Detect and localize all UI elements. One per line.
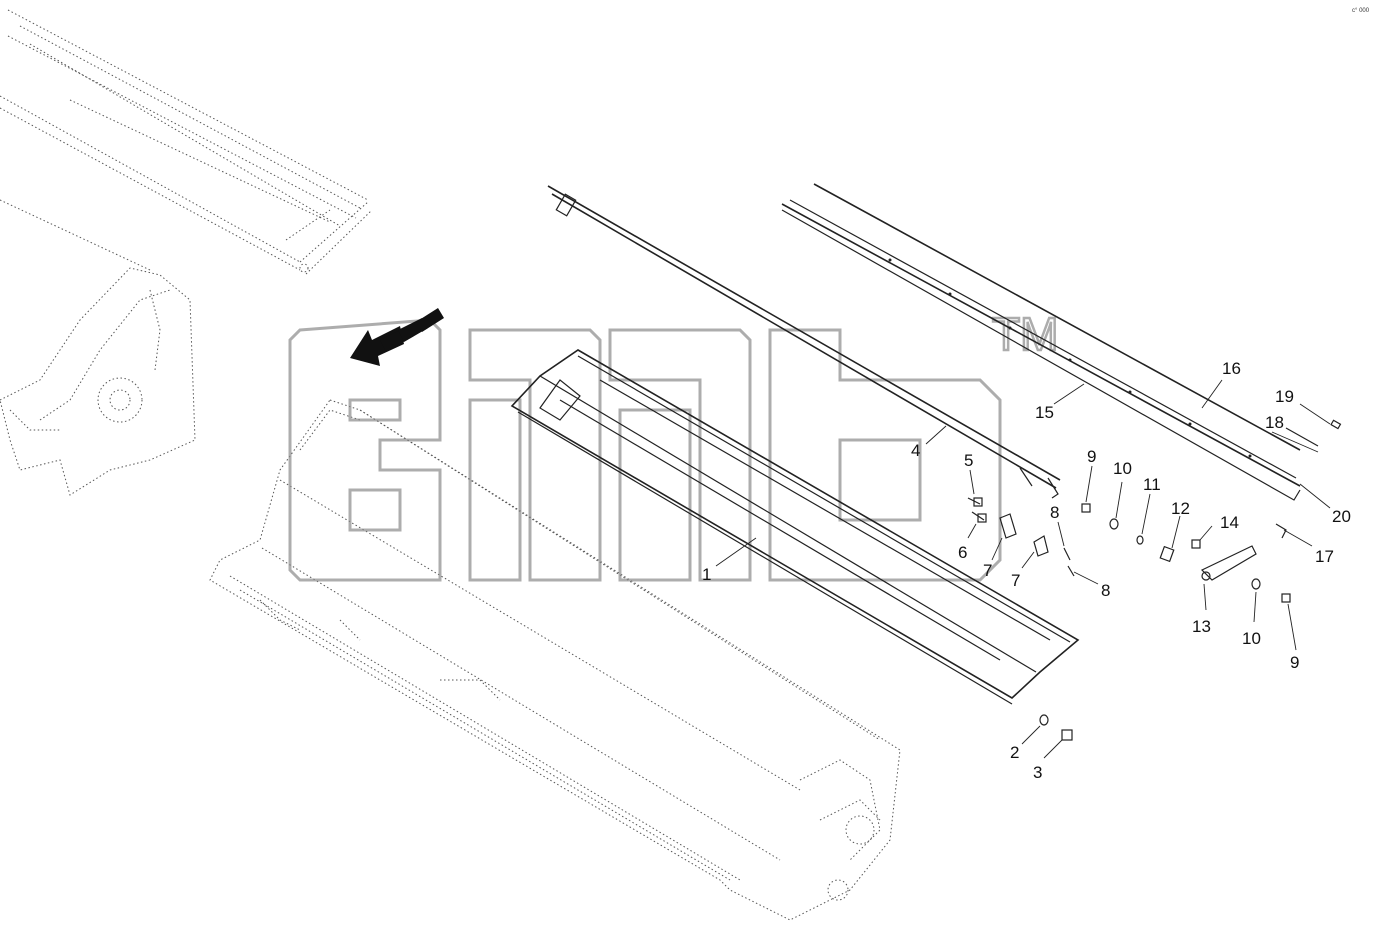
callout-13: 13 xyxy=(1192,617,1211,636)
reference-code: c° 000 xyxy=(1352,8,1370,14)
callout-17: 17 xyxy=(1315,547,1334,566)
callout-9a: 9 xyxy=(1087,447,1096,466)
direction-arrow-icon xyxy=(350,308,444,366)
callout-10b: 10 xyxy=(1242,629,1261,648)
callout-6: 6 xyxy=(958,543,967,562)
callout-15: 15 xyxy=(1035,403,1054,422)
leader-lines xyxy=(715,379,1331,759)
hardware-parts xyxy=(967,497,1291,741)
callout-5: 5 xyxy=(964,451,973,470)
callout-19: 19 xyxy=(1275,387,1294,406)
callout-7a: 7 xyxy=(983,561,992,580)
callout-2: 2 xyxy=(1010,743,1019,762)
callout-12: 12 xyxy=(1171,499,1190,518)
callouts: 1 2 3 4 5 6 7 7 8 8 9 9 10 10 11 12 13 1… xyxy=(702,359,1351,782)
callout-10a: 10 xyxy=(1113,459,1132,478)
part-4-shaft xyxy=(547,185,1061,499)
watermark-trademark: TM xyxy=(992,308,1058,360)
callout-8b: 8 xyxy=(1101,581,1110,600)
callout-14: 14 xyxy=(1220,513,1239,532)
watermark-logo: TM xyxy=(288,307,1060,582)
callout-3: 3 xyxy=(1033,763,1042,782)
callout-16: 16 xyxy=(1222,359,1241,378)
context-side-plate-left xyxy=(0,267,196,496)
part-18-rod xyxy=(1285,427,1319,447)
callout-4: 4 xyxy=(911,441,920,460)
callout-1: 1 xyxy=(702,565,711,584)
callout-20: 20 xyxy=(1332,507,1351,526)
callout-18: 18 xyxy=(1265,413,1284,432)
part-16-strip xyxy=(813,183,1301,451)
context-frame-upper-left xyxy=(0,9,373,275)
part-19-pin xyxy=(1330,419,1342,430)
callout-7b: 7 xyxy=(1011,571,1020,590)
part-1-cover xyxy=(510,349,1080,705)
callout-9b: 9 xyxy=(1290,653,1299,672)
callout-11: 11 xyxy=(1143,475,1161,494)
callout-8a: 8 xyxy=(1050,503,1059,522)
context-main-frame xyxy=(209,399,901,921)
part-15-strip xyxy=(781,199,1301,501)
